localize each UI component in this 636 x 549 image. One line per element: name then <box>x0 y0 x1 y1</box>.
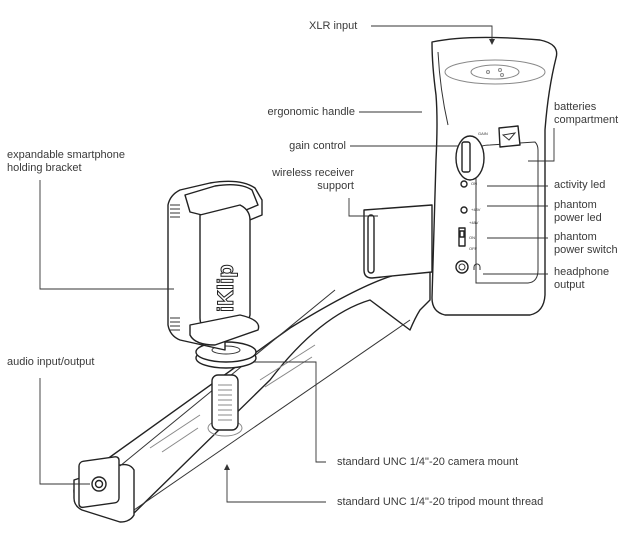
gain-wheel: GAIN <box>455 131 488 181</box>
label-phantom-power-switch: phantom power switch <box>554 231 618 256</box>
label-phantom-power-led: phantom power led <box>554 199 602 224</box>
label-xlr-input: XLR input <box>309 20 358 32</box>
gain-marking: GAIN <box>478 131 488 136</box>
headphone-jack <box>455 260 481 274</box>
smartphone-bracket: iKlip <box>167 180 263 351</box>
wireless-receiver-plate <box>363 204 433 279</box>
brand-logo: iKlip <box>213 264 238 312</box>
audio-jack <box>78 456 120 509</box>
leader-lines <box>39 25 555 503</box>
svg-text:ON: ON <box>471 181 477 186</box>
label-wireless-receiver-support: wireless receiver support <box>272 167 354 192</box>
label-ergonomic-handle: ergonomic handle <box>267 106 355 118</box>
svg-text:+48V: +48V <box>471 207 481 212</box>
tripod-arm <box>73 261 431 523</box>
svg-text:ON: ON <box>469 235 475 240</box>
activity-led: ON <box>460 180 477 188</box>
label-tripod-thread: standard UNC 1/4"-20 tripod mount thread <box>337 496 544 508</box>
label-camera-mount: standard UNC 1/4"-20 camera mount <box>337 456 519 468</box>
battery-door <box>475 125 539 284</box>
label-gain-control: gain control <box>289 140 346 152</box>
label-audio-io: audio input/output <box>7 356 95 368</box>
phantom-power-led: +48V <box>460 206 481 214</box>
label-activity-led: activity led <box>554 179 606 191</box>
label-smartphone-bracket: expandable smartphone holding bracket <box>7 149 126 174</box>
label-batteries-compartment: batteries compartment <box>554 101 619 126</box>
phantom-power-switch: +48V ON OFF <box>458 220 479 251</box>
svg-text:+48V: +48V <box>469 220 479 225</box>
svg-text:OFF: OFF <box>469 246 478 251</box>
label-headphone-output: headphone output <box>554 266 610 291</box>
